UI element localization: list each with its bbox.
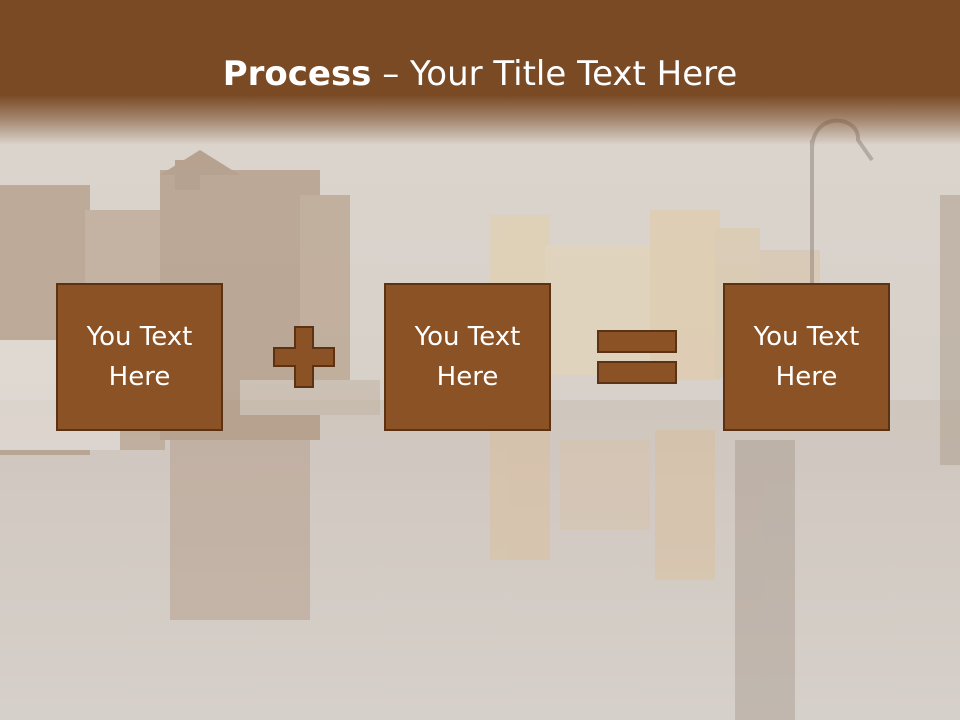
process-box-3-text: You Text Here	[753, 322, 860, 392]
process-box-2[interactable]: You Text Here	[384, 283, 551, 431]
plus-icon	[273, 326, 335, 388]
water-reflections	[170, 430, 795, 720]
slide-title: Process – Your Title Text Here	[0, 52, 960, 96]
process-box-3[interactable]: You Text Here	[723, 283, 890, 431]
process-box-1[interactable]: You Text Here	[56, 283, 223, 431]
process-box-1-text: You Text Here	[86, 322, 193, 392]
title-bold: Process	[222, 54, 372, 94]
equals-icon	[597, 330, 677, 384]
title-bar	[0, 0, 960, 145]
title-rest: – Your Title Text Here	[371, 54, 738, 94]
process-box-2-text: You Text Here	[414, 322, 521, 392]
